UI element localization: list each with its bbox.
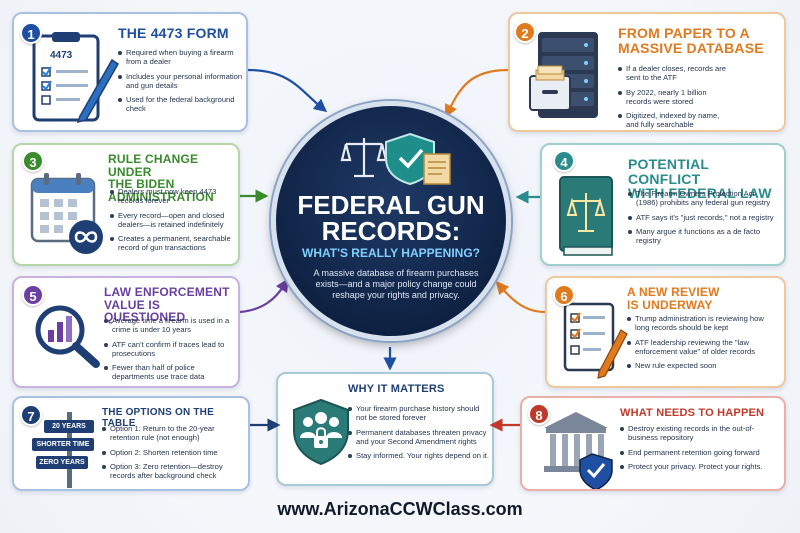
clipboard-form-icon: 4473 (28, 30, 120, 130)
list-item: Your firearm purchase history should not… (348, 404, 490, 423)
step-number-badge: 8 (528, 403, 550, 425)
list-item: Option 3: Zero retention—destroy records… (102, 462, 246, 481)
list-item: Digitized, indexed by name, and fully se… (618, 111, 728, 130)
list-item: Many argue it functions as a de facto re… (628, 227, 774, 246)
main-description: A massive database of firearm purchases … (313, 268, 479, 300)
list-item: Option 1: Return to the 20-year retentio… (102, 424, 246, 443)
list-item: Used for the federal background check (118, 95, 246, 114)
panel-title: RULE CHANGE UNDER THE BIDEN ADMINISTRATI… (108, 152, 214, 204)
bullet-list: Trump administration is reviewing how lo… (627, 314, 777, 375)
step-number-badge: 1 (20, 22, 42, 44)
list-item: End permanent retention going forward (620, 448, 782, 457)
panel-conflict-federal-law: POTENTIAL CONFLICT WITH FEDERAL LAW The … (540, 143, 786, 266)
server-database-icon (528, 28, 612, 129)
list-item: ATF can't confirm if traces lead to pros… (104, 340, 238, 359)
list-item: The Firearm Owners Protection Act (1986)… (628, 189, 774, 208)
bullet-list: Required when buying a firearm from a de… (118, 48, 246, 119)
list-item: Fewer than half of police departments us… (104, 363, 238, 382)
list-item: Required when buying a firearm from a de… (118, 48, 246, 67)
list-item: Creates a permanent, searchable record o… (110, 234, 236, 253)
list-item: ATF says it's "just records," not a regi… (628, 213, 774, 222)
panel-paper-to-database: FROM PAPER TO A MASSIVE DATABASE If a de… (508, 12, 786, 132)
panel-new-review: A NEW REVIEW IS UNDERWAY Trump administr… (545, 276, 786, 388)
panel-title: THE OPTIONS ON THE TABLE (102, 407, 214, 429)
bullet-list: Average time a firearm is used in a crim… (104, 316, 238, 386)
panel-title: A NEW REVIEW IS UNDERWAY (627, 285, 720, 312)
step-number-badge: 2 (514, 21, 536, 43)
list-item: If a dealer closes, records are sent to … (618, 64, 728, 83)
central-title-circle: FEDERAL GUN RECORDS: WHAT'S REALLY HAPPE… (271, 101, 511, 341)
panel-rule-change: RULE CHANGE UNDER THE BIDEN ADMINISTRATI… (12, 143, 240, 266)
panel-title: WHY IT MATTERS (348, 383, 445, 395)
panel-title: LAW ENFORCEMENT VALUE IS QUESTIONED (104, 285, 230, 325)
panel-what-needs-to-happen: WHAT NEEDS TO HAPPEN Destroy existing re… (520, 396, 786, 491)
law-book-icon (554, 173, 624, 264)
step-number-badge: 5 (22, 284, 44, 306)
bullet-list: Dealers must now keep 4473 records forev… (110, 187, 236, 258)
list-item: Trump administration is reviewing how lo… (627, 314, 777, 333)
panel-title: THE 4473 FORM (118, 25, 229, 41)
bullet-list: Destroy existing records in the out-of-b… (620, 424, 782, 476)
step-number-badge: 4 (553, 150, 575, 172)
panel-law-enforcement-value: LAW ENFORCEMENT VALUE IS QUESTIONED Aver… (12, 276, 240, 388)
step-number-badge: 6 (553, 284, 575, 306)
panel-title: POTENTIAL CONFLICT WITH FEDERAL LAW (628, 156, 772, 202)
list-item: Permanent databases threaten privacy and… (348, 428, 490, 447)
list-item: Every record—open and closed dealers—is … (110, 211, 236, 230)
bullet-list: Option 1: Return to the 20-year retentio… (102, 424, 246, 485)
list-item: Destroy existing records in the out-of-b… (620, 424, 782, 443)
list-item: Protect your privacy. Protect your right… (620, 462, 782, 471)
signpost-tag: ZERO YEARS (36, 456, 88, 469)
panel-4473-form: 4473 THE 4473 FORM Required when buying … (12, 12, 248, 132)
svg-text:4473: 4473 (50, 50, 73, 61)
step-number-badge: 3 (22, 150, 44, 172)
list-item: Dealers must now keep 4473 records forev… (110, 187, 236, 206)
calendar-infinity-icon (28, 171, 108, 264)
list-item: Includes your personal information and g… (118, 72, 246, 91)
bullet-list: The Firearm Owners Protection Act (1986)… (628, 189, 774, 250)
magnifier-chart-icon (28, 300, 104, 375)
list-item: By 2022, nearly 1 billion records were s… (618, 88, 728, 107)
panel-why-it-matters: WHY IT MATTERS Your firearm purchase his… (276, 372, 494, 486)
bullet-list: Your firearm purchase history should not… (348, 404, 490, 465)
list-item: Average time a firearm is used in a crim… (104, 316, 238, 335)
main-title: FEDERAL GUN RECORDS: (297, 190, 485, 246)
people-lock-icon (286, 396, 356, 471)
bullet-list: If a dealer closes, records are sent to … (618, 64, 728, 130)
website-url[interactable]: www.ArizonaCCWClass.com (277, 499, 523, 519)
panel-title: WHAT NEEDS TO HAPPEN (620, 407, 765, 419)
list-item: Stay informed. Your rights depend on it. (348, 451, 490, 460)
step-number-badge: 7 (20, 404, 42, 426)
list-item: ATF leadership reviewing the "law enforc… (627, 338, 777, 357)
panel-options-on-table: 20 YEARS SHORTER TIME ZERO YEARS THE OPT… (12, 396, 250, 491)
main-subtitle: WHAT'S REALLY HAPPENING? (302, 246, 480, 260)
list-item: New rule expected soon (627, 361, 777, 370)
list-item: Option 2: Shorten retention time (102, 448, 246, 457)
checklist-pen-icon (559, 300, 629, 385)
signpost-tag: 20 YEARS (44, 420, 94, 433)
courthouse-shield-icon (538, 406, 618, 489)
scales-shield-icon (338, 130, 454, 191)
signpost-tag: SHORTER TIME (32, 438, 94, 451)
panel-title: FROM PAPER TO A MASSIVE DATABASE (618, 25, 764, 56)
